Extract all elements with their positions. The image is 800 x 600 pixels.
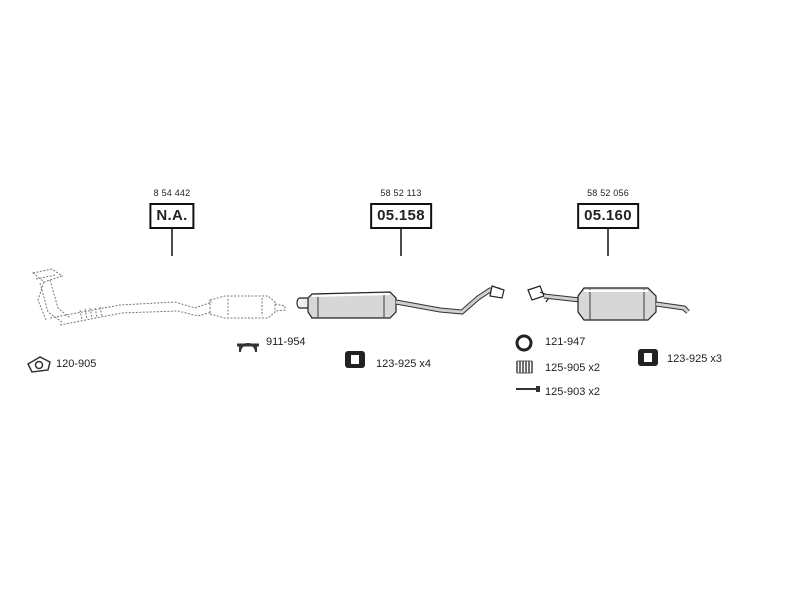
accessory-label-bolt: 125-903 x2 bbox=[545, 386, 601, 398]
rubber-mount-icon bbox=[345, 351, 365, 368]
accessory-label-spring: 125-905 x2 bbox=[545, 362, 601, 374]
part-number-rear: 05.160 bbox=[577, 203, 639, 229]
clamp-icon bbox=[237, 343, 259, 353]
oem-number-front: 8 54 442 bbox=[153, 188, 191, 198]
rear-silencer bbox=[527, 285, 690, 321]
gasket-icon bbox=[27, 356, 51, 373]
accessory-label-clamp: 911-954 bbox=[266, 336, 306, 348]
oem-number-middle: 58 52 113 bbox=[380, 188, 422, 198]
middle-silencer bbox=[296, 285, 505, 319]
ring-icon bbox=[515, 334, 533, 352]
spring-icon bbox=[516, 360, 533, 374]
accessory-label-mount-rear: 123-925 x3 bbox=[667, 353, 723, 365]
bolt-icon bbox=[516, 386, 540, 392]
oem-number-rear: 58 52 056 bbox=[587, 188, 629, 198]
part-number-front: N.A. bbox=[149, 203, 195, 229]
accessory-label-mount-middle: 123-925 x4 bbox=[376, 358, 432, 370]
accessory-label-gasket: 120-905 bbox=[56, 358, 97, 370]
rubber-mount-icon bbox=[638, 349, 658, 366]
accessory-label-ring: 121-947 bbox=[545, 336, 586, 348]
part-number-middle: 05.158 bbox=[370, 203, 432, 229]
front-pipe-catalyst bbox=[31, 268, 286, 326]
